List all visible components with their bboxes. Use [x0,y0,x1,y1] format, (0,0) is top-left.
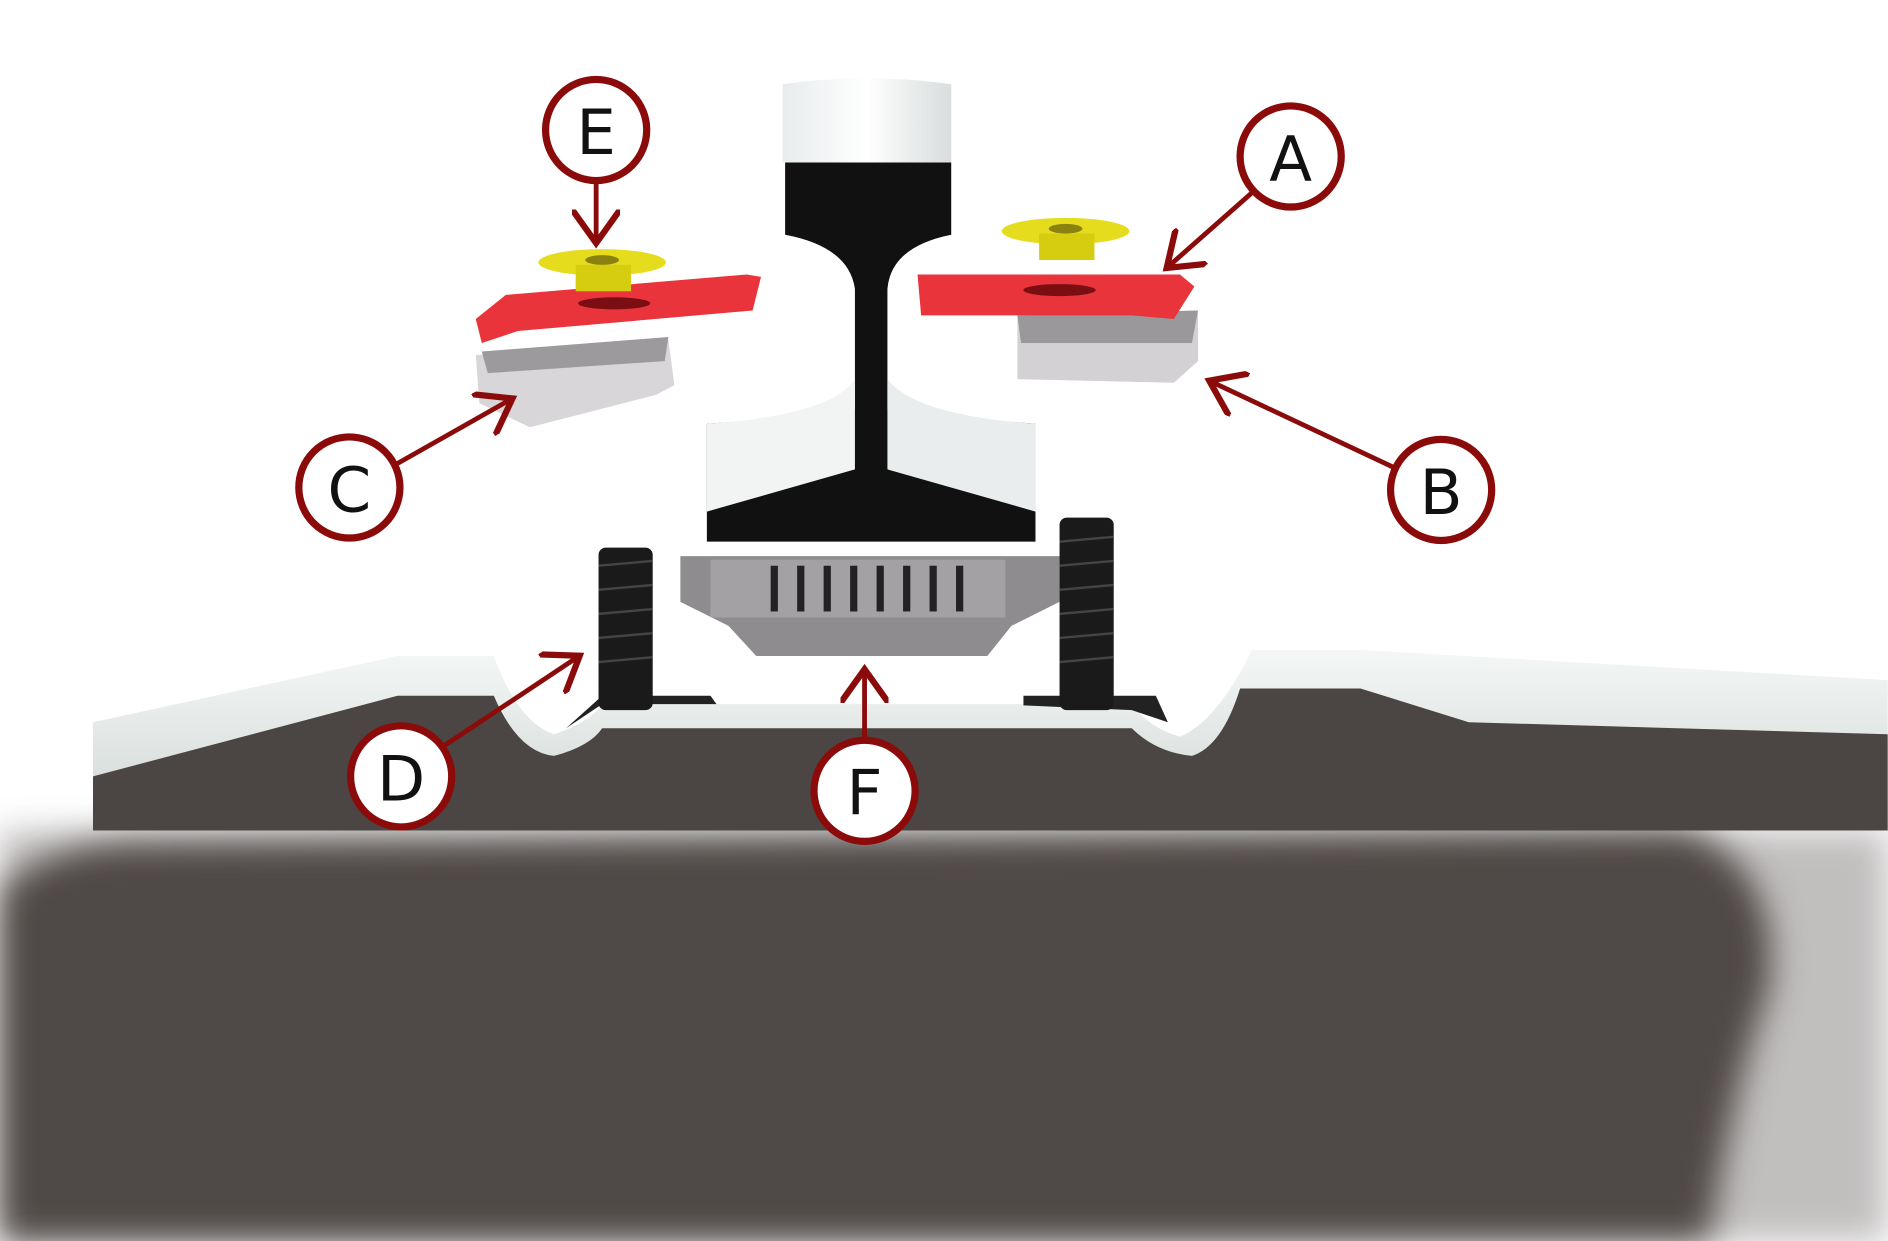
callout-label-d: D [377,742,425,815]
callout-c: C [295,433,404,542]
callout-arrow-b [1214,383,1394,470]
callout-e: E [541,75,651,185]
callout-a: A [1236,102,1345,211]
callout-label-c: C [328,453,372,526]
callout-label-e: E [576,96,616,169]
clip-right [917,274,1195,319]
callout-arrow-a [1170,190,1254,265]
clip-left [475,274,762,344]
callout-label-a: A [1269,122,1312,195]
callout-b: B [1386,435,1496,545]
base-plate [92,649,1888,831]
sleeper-shadow [0,830,1888,1241]
callout-arrow-c [396,401,509,466]
callout-label-f: F [847,757,883,830]
washer-left [538,249,666,292]
insulator-left [475,337,675,428]
washer-right [1001,217,1130,260]
anchor-bolt-left [598,547,653,711]
anchor-bolt-right [1059,517,1114,711]
callout-arrow-d [438,658,576,751]
rail-pad [680,556,1060,657]
callout-f: F [810,736,919,845]
callout-d: D [346,722,456,831]
callout-label-b: B [1420,456,1463,529]
rail [706,78,1036,542]
insulator-right [1017,310,1198,383]
